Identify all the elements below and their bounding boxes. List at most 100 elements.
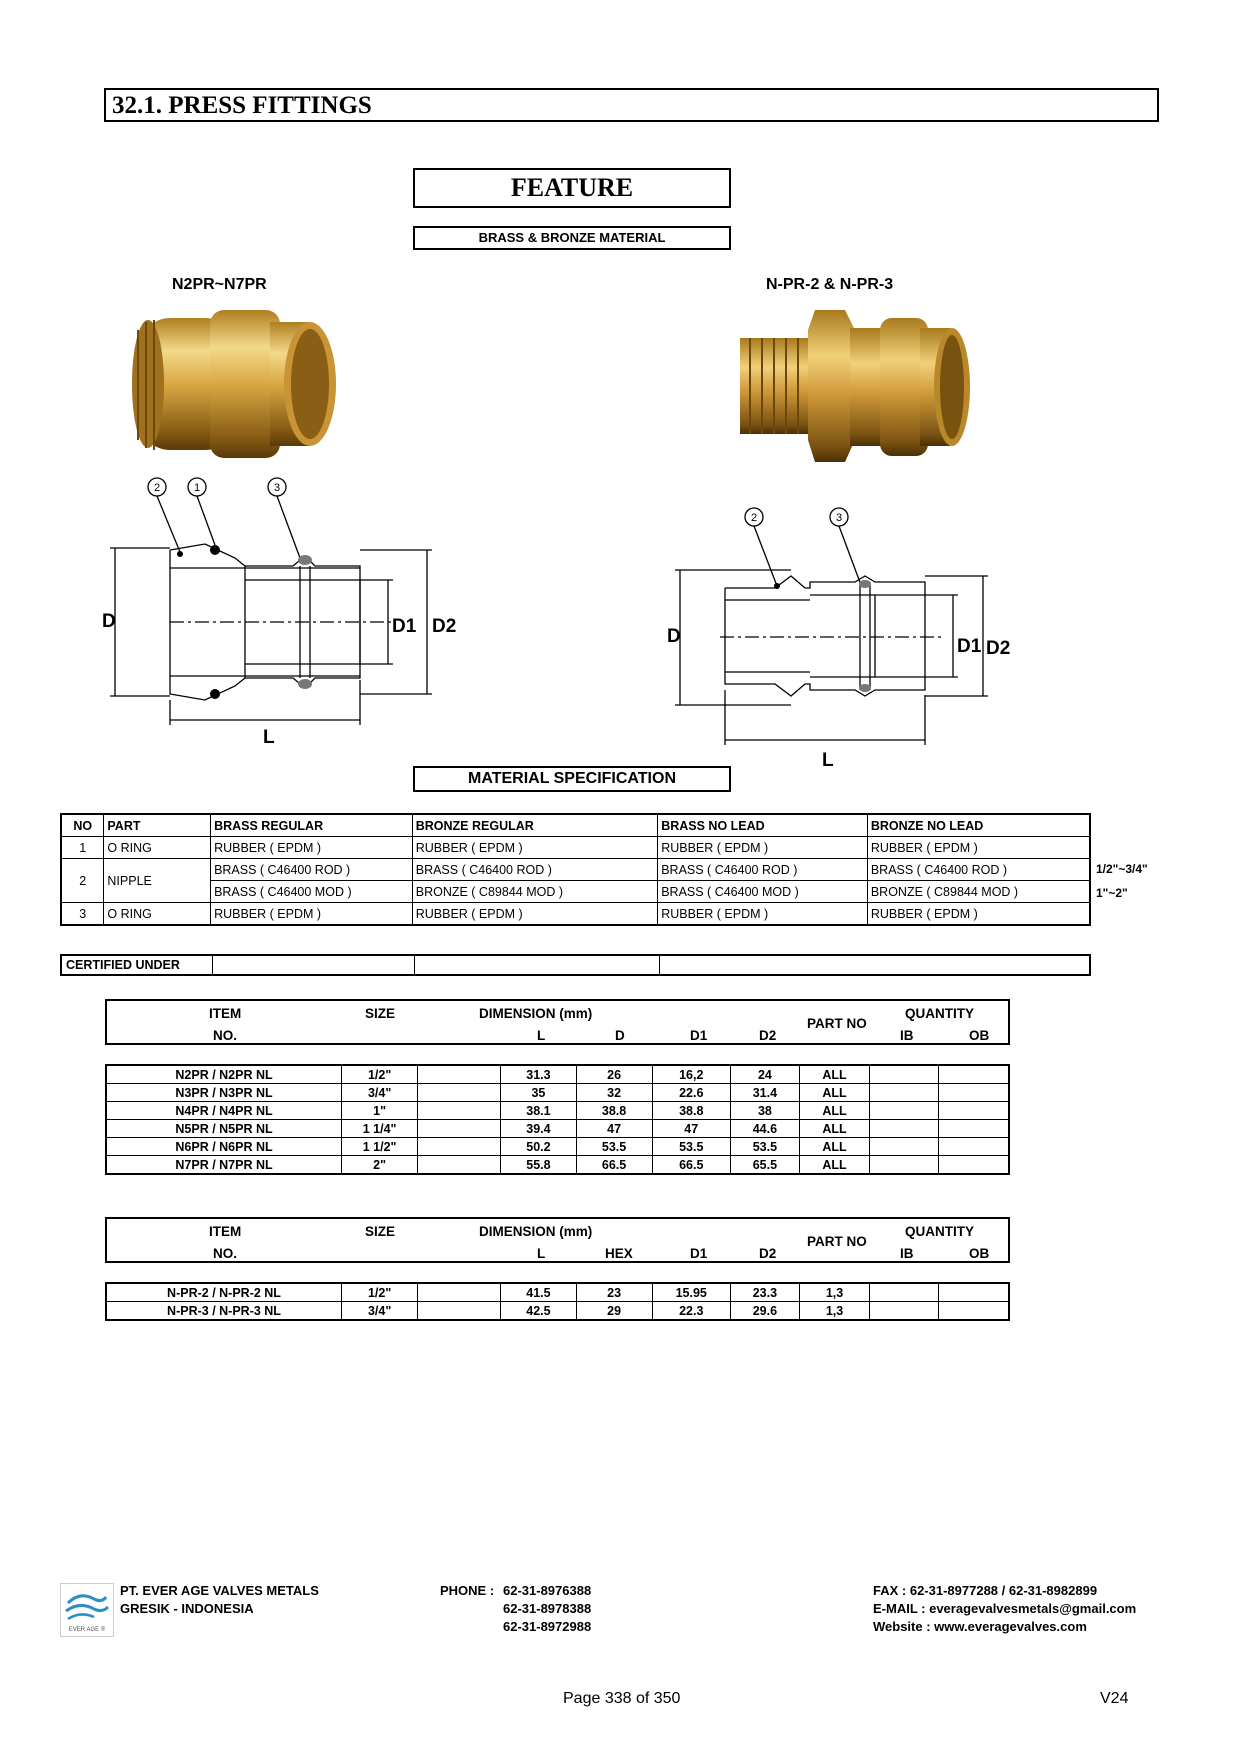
section-title: 32.1. PRESS FITTINGS <box>112 92 372 119</box>
hdr-ob-2: OB <box>969 1246 990 1261</box>
cell <box>869 1282 940 1302</box>
cell: N-PR-3 / N-PR-3 NL <box>105 1301 343 1321</box>
dim-d-left: D <box>102 611 116 632</box>
cell: RUBBER ( EPDM ) <box>411 836 659 859</box>
cell: BRONZE ( C89844 MOD ) <box>411 880 659 903</box>
hdr-ob: OB <box>969 1028 990 1043</box>
hdr-quantity: QUANTITY <box>905 1006 974 1021</box>
cell: 1 1/4" <box>341 1119 419 1138</box>
cell <box>938 1155 1010 1175</box>
cell: 53.5 <box>575 1137 653 1156</box>
cell: 3/4" <box>341 1083 419 1102</box>
cell: BRASS ( C46400 MOD ) <box>210 880 413 903</box>
hdr-dimension-2: DIMENSION (mm) <box>479 1224 593 1239</box>
hdr-part-no: PART NO <box>807 1016 867 1031</box>
table-row: 3 O RING RUBBER ( EPDM ) RUBBER ( EPDM )… <box>60 902 1091 926</box>
cell: 38.8 <box>651 1101 731 1120</box>
cell: 1" <box>341 1101 419 1120</box>
cell: 41.5 <box>500 1282 577 1302</box>
cell <box>938 1137 1010 1156</box>
callout-2-right: 2 <box>751 512 757 524</box>
product-photo-npr <box>740 310 970 462</box>
cell <box>417 1119 502 1138</box>
cell: 65.5 <box>729 1155 800 1175</box>
phone-1: 62-31-8976388 <box>503 1583 592 1598</box>
fax: FAX : 62-31-8977288 / 62-31-8982899 <box>873 1583 1098 1598</box>
cell: 26 <box>575 1064 653 1084</box>
hdr-item: ITEM <box>209 1006 242 1021</box>
phone-3: 62-31-8972988 <box>503 1619 592 1634</box>
cell: 3 <box>60 902 105 926</box>
cell <box>869 1301 940 1321</box>
website-link[interactable]: Website : www.everagevalves.com <box>873 1619 1087 1634</box>
hdr-no-2: NO. <box>213 1246 238 1261</box>
cell: ALL <box>798 1137 871 1156</box>
cell <box>869 1064 940 1084</box>
hdr-dimension: DIMENSION (mm) <box>479 1006 593 1021</box>
hdr-size-2: SIZE <box>365 1224 396 1239</box>
callout-2: 2 <box>154 482 160 494</box>
cell: 1/2" <box>341 1282 419 1302</box>
cell: N2PR / N2PR NL <box>105 1064 343 1084</box>
cell: N4PR / N4PR NL <box>105 1101 343 1120</box>
certified-label: CERTIFIED UNDER <box>60 954 214 976</box>
cell: N5PR / N5PR NL <box>105 1119 343 1138</box>
cell: RUBBER ( EPDM ) <box>866 836 1091 859</box>
cell: 1 1/2" <box>341 1137 419 1156</box>
cell: 1 <box>60 836 105 859</box>
cell: O RING <box>103 836 212 859</box>
col-part: PART <box>103 813 212 837</box>
size-note-2: 1"~2" <box>1096 886 1128 900</box>
hdr-size: SIZE <box>365 1006 396 1021</box>
cell: N-PR-2 / N-PR-2 NL <box>105 1282 343 1302</box>
cell: N7PR / N7PR NL <box>105 1155 343 1175</box>
hdr-l: L <box>537 1028 546 1043</box>
cell: 31.4 <box>729 1083 800 1102</box>
cell <box>938 1083 1010 1102</box>
email-link[interactable]: E-MAIL : everagevalvesmetals@gmail.com <box>873 1601 1137 1616</box>
callout-3-right: 3 <box>836 512 842 524</box>
cell: 29.6 <box>729 1301 800 1321</box>
cell: ALL <box>798 1064 871 1084</box>
logo-text: EVER AGE ® <box>69 1626 106 1633</box>
hdr-ib: IB <box>900 1028 914 1043</box>
cell: 66.5 <box>575 1155 653 1175</box>
cell: 1,3 <box>798 1301 871 1321</box>
cell: 53.5 <box>729 1137 800 1156</box>
cell: 23 <box>575 1282 653 1302</box>
cell <box>417 1282 502 1302</box>
cell: RUBBER ( EPDM ) <box>866 902 1091 926</box>
hdr-d1: D1 <box>690 1028 708 1043</box>
cell: 3/4" <box>341 1301 419 1321</box>
hdr-d2-2: D2 <box>759 1246 777 1261</box>
cell <box>938 1301 1010 1321</box>
col-no: NO <box>60 813 105 837</box>
cell: 2" <box>341 1155 419 1175</box>
cell: 47 <box>651 1119 731 1138</box>
cell: 22.3 <box>651 1301 731 1321</box>
cell: BRASS ( C46400 MOD ) <box>657 880 868 903</box>
cell: BRASS ( C46400 ROD ) <box>411 858 659 881</box>
cell: BRASS ( C46400 ROD ) <box>657 858 868 881</box>
cell: ALL <box>798 1083 871 1102</box>
cell: RUBBER ( EPDM ) <box>411 902 659 926</box>
cell: BRASS ( C46400 ROD ) <box>210 858 413 881</box>
hdr-l-2: L <box>537 1246 546 1261</box>
cell: ALL <box>798 1101 871 1120</box>
cell <box>869 1119 940 1138</box>
product-label-right: N-PR-2 & N-PR-3 <box>766 276 894 293</box>
cell <box>417 1301 502 1321</box>
hdr-ib-2: IB <box>900 1246 914 1261</box>
table-row: 1 O RING RUBBER ( EPDM ) RUBBER ( EPDM )… <box>60 836 1091 859</box>
cell: 29 <box>575 1301 653 1321</box>
hdr-item-2: ITEM <box>209 1224 242 1239</box>
col-brass-no-lead: BRASS NO LEAD <box>657 813 868 837</box>
size-note-1: 1/2"~3/4" <box>1096 862 1148 876</box>
material-spec-header-row: NO PART BRASS REGULAR BRONZE REGULAR BRA… <box>60 813 1091 837</box>
phone-2: 62-31-8978388 <box>503 1601 592 1616</box>
